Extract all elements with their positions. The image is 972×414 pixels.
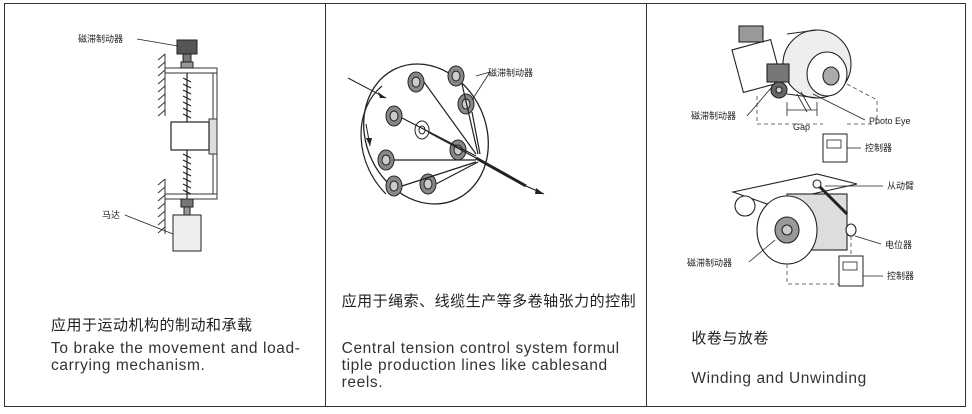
wall-bottom [157,178,166,234]
motor-unit [172,198,202,252]
roller [385,105,403,127]
panel-multi-reel: 磁滞制动器 应用于绳索、线缆生产等多卷轴张力的控制 Central tensio… [326,4,648,406]
panel-1-description: To brake the movement and load-carrying … [51,340,301,374]
dashed-wiring-top [756,83,878,125]
cable-bundle [393,81,544,195]
motor-leader [124,214,174,235]
controller-top-label: 控制器 [865,142,892,154]
roller [377,149,395,171]
panel-winding: 磁滞制动器 Photo Eye Gap 控制器 从动臂 电位器 磁滞制动器 控制… [647,4,965,406]
roller [385,175,403,197]
potentiometer-label: 电位器 [885,239,912,251]
controller-top [822,133,848,163]
gap-label: Gap [793,122,810,132]
brake-leader [136,38,179,47]
panel-brake-motor: 磁滞制动器 马达 应用于运动机构的制动和承载 To brake the move… [5,4,326,406]
panel-3-title: 收卷与放卷 [691,329,769,347]
leaders [747,87,884,277]
brake-bottom-label: 磁滞制动器 [687,257,732,269]
panel-1-title: 应用于运动机构的制动和承载 [51,316,253,334]
brake-top-label: 磁滞制动器 [691,110,736,122]
figure-frame: 磁滞制动器 马达 应用于运动机构的制动和承载 To brake the move… [4,3,966,407]
controller-bottom-label: 控制器 [887,270,914,282]
brake-leader [471,71,491,101]
brake-unit [176,39,198,69]
photo-eye-label: Photo Eye [869,116,911,126]
upper-roll [731,25,852,113]
brake-motor-diagram: 磁滞制动器 马达 [78,33,218,252]
brake-leader [475,71,490,77]
roller-set [377,65,475,197]
gap-marker [786,102,818,116]
winding-diagram: 磁滞制动器 Photo Eye Gap 控制器 从动臂 电位器 磁滞制动器 控制… [687,25,914,287]
wall-top [157,53,166,117]
motor-label: 马达 [102,209,120,221]
dashed-wiring-bottom [786,236,852,285]
multi-reel-diagram: 磁滞制动器 [347,63,544,205]
follower-arm-label: 从动臂 [887,180,914,192]
controller-bottom [838,255,864,287]
panel-2-title: 应用于绳索、线缆生产等多卷轴张力的控制 [341,292,637,310]
panel-2-description: Central tension control system formul ti… [341,340,620,391]
brake-label: 磁滞制动器 [78,33,123,45]
roller [414,120,430,140]
carriage-block [170,121,210,151]
roller [447,65,465,87]
lower-roll [731,173,858,265]
panel-3-description: Winding and Unwinding [691,370,867,387]
roller [407,71,425,93]
brake-label: 磁滞制动器 [488,67,533,79]
